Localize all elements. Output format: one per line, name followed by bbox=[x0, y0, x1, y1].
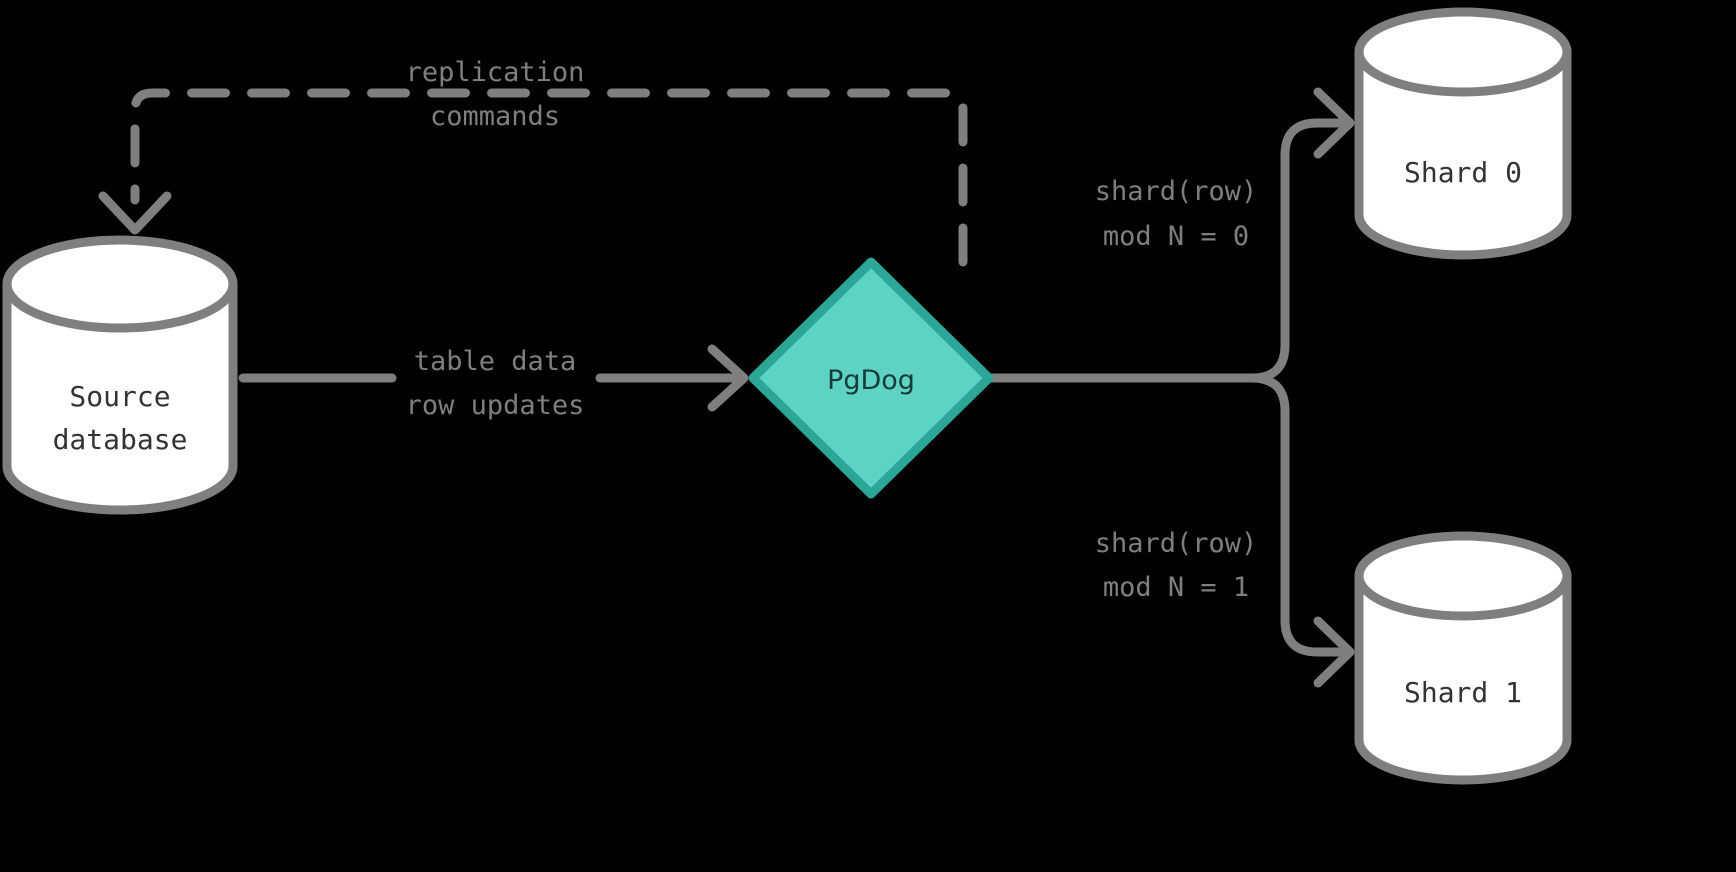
label-shard-one: shard(row) mod N = 1 bbox=[1095, 528, 1258, 603]
fork-upper-branch bbox=[987, 288, 1290, 383]
replication-label-line2: commands bbox=[430, 101, 560, 132]
shard-one-label-line1: shard(row) bbox=[1095, 528, 1258, 559]
edge-to-shard-0 bbox=[1280, 87, 1355, 298]
replication-label-line1: replication bbox=[406, 57, 585, 88]
edge-to-shard-1 bbox=[1280, 555, 1355, 688]
shard-0-body bbox=[1354, 47, 1572, 260]
shard-zero-label-line2: mod N = 0 bbox=[1103, 221, 1249, 252]
shard1-arrowhead-icon bbox=[1313, 616, 1355, 688]
replication-arrowhead-icon bbox=[98, 191, 172, 235]
label-shard-zero: shard(row) mod N = 0 bbox=[1095, 176, 1258, 252]
node-shard-1[interactable]: Shard 1 bbox=[1354, 531, 1572, 785]
shard0-arrowhead-icon bbox=[1313, 87, 1355, 159]
source-database-label-line1: Source bbox=[69, 380, 170, 413]
node-pgdog[interactable]: PgDog bbox=[748, 257, 994, 499]
pgdog-label: PgDog bbox=[827, 365, 915, 396]
source-database-label-line2: database bbox=[53, 423, 188, 456]
fork-lower-branch bbox=[1247, 373, 1290, 565]
label-table-data: table data row updates bbox=[406, 346, 585, 421]
shard0-connector-line bbox=[1280, 118, 1350, 298]
source-database-body bbox=[2, 279, 238, 515]
shard-0-top-icon bbox=[1354, 7, 1572, 97]
shard-1-label: Shard 1 bbox=[1404, 676, 1522, 709]
shard-zero-label-line1: shard(row) bbox=[1095, 176, 1258, 207]
node-shard-0[interactable]: Shard 0 bbox=[1354, 7, 1572, 260]
source-database-top-icon bbox=[2, 235, 238, 333]
edge-shard-fork bbox=[987, 288, 1290, 565]
node-source-database[interactable]: Source database bbox=[2, 235, 238, 515]
shard-one-label-line2: mod N = 1 bbox=[1103, 572, 1249, 603]
table-data-label-line1: table data bbox=[414, 346, 577, 377]
shard1-connector-line bbox=[1280, 555, 1350, 657]
table-data-label-line2: row updates bbox=[406, 390, 585, 421]
table-data-arrowhead-icon bbox=[707, 344, 749, 412]
label-replication-commands: replication commands bbox=[406, 57, 585, 132]
shard-1-body bbox=[1354, 571, 1572, 785]
replication-dashed-path bbox=[130, 88, 968, 267]
edge-table-data bbox=[238, 344, 749, 412]
pgdog-diamond-shape bbox=[748, 257, 994, 499]
shard-0-label: Shard 0 bbox=[1404, 156, 1522, 189]
shard-1-top-icon bbox=[1354, 531, 1572, 621]
edge-replication-commands bbox=[98, 88, 968, 267]
